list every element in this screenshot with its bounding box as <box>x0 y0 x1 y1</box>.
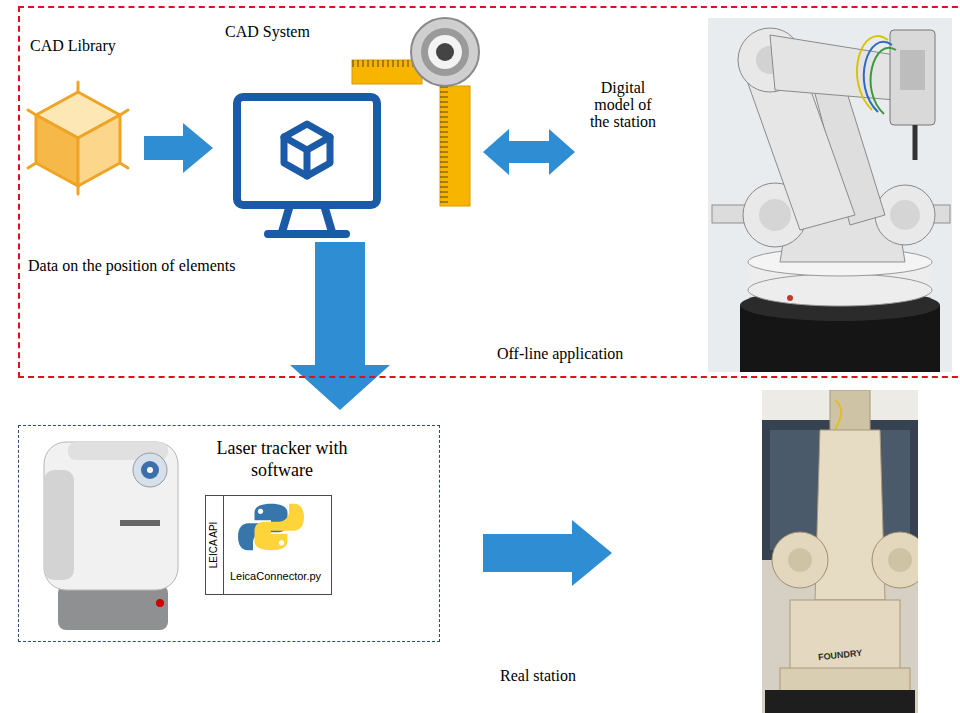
robot-photo <box>790 600 900 670</box>
node-label: Real station <box>500 666 612 685</box>
python-logo <box>238 504 304 551</box>
real-station-block: Real station <box>622 386 922 712</box>
edge-label: Data on the position of elements <box>28 256 310 275</box>
tape-measure-icon <box>352 60 422 84</box>
node-label: CAD Library <box>30 36 134 55</box>
block-arrow <box>290 242 390 410</box>
text-slot: Laser tracker with software <box>187 438 377 481</box>
robot-model-render <box>871 48 896 114</box>
text-slot: Digital model of the station <box>588 80 658 130</box>
model-caption-block: Digital model of the station <box>580 78 668 160</box>
robot-model-render <box>864 42 892 112</box>
robot-photo <box>872 532 918 588</box>
node-label: LeicaConnector.py <box>224 570 328 583</box>
robot-model-render <box>787 295 793 301</box>
monitor-icon <box>237 97 377 205</box>
laser-tracker-device <box>156 599 164 607</box>
tape-measure-icon <box>440 86 470 206</box>
brand-marking: FOUNDRY <box>818 648 863 663</box>
robot-model-render <box>759 199 791 231</box>
monitor-icon <box>268 205 346 234</box>
robot-model-render <box>890 200 920 230</box>
block-arrow <box>483 520 612 586</box>
text-slot: Off-line application <box>497 344 677 363</box>
robot-model-render <box>913 125 918 160</box>
offline-region: CAD Library CAD SystemDigital model of th… <box>18 6 960 378</box>
robot-photo <box>762 390 918 713</box>
python-logo <box>255 504 305 551</box>
tape-measure-icon <box>436 43 454 61</box>
laser-tracker-device <box>58 585 168 630</box>
tape-measure-icon <box>428 35 462 69</box>
robot-model-render <box>708 18 952 372</box>
robot-model-render <box>900 50 925 90</box>
node-label: Digital model of the station <box>588 80 658 130</box>
cube-icon <box>78 115 120 186</box>
library-block: CAD Library <box>26 30 138 200</box>
monitor-icon <box>284 137 330 176</box>
node-label: Laser tracker with software <box>187 438 377 481</box>
text-slot: Real station <box>500 666 612 685</box>
node-label: Off-line application <box>497 344 677 363</box>
laser-tracker-device <box>141 461 159 479</box>
block-arrow <box>483 129 575 175</box>
tape-measure-icon <box>421 28 469 76</box>
robot-photo <box>815 430 885 600</box>
tape-measure-icon <box>352 60 422 84</box>
laser-tracker-device <box>44 442 178 630</box>
tape-measure-icon <box>411 18 479 86</box>
laser-tracker-device <box>44 470 74 580</box>
tracker-region: LEICA API LeicaConnector.py Laser tracker … <box>18 425 440 642</box>
cube-icon <box>36 115 78 186</box>
text-slot: CAD Library <box>30 36 134 55</box>
monitor-icon <box>237 97 377 234</box>
robot-photo <box>788 548 812 572</box>
robot-model-render <box>708 18 952 372</box>
text-slot: LEICA API <box>206 496 224 594</box>
tape-measure-icon <box>352 18 479 206</box>
laser-tracker-device <box>147 467 153 473</box>
software-box: LEICA API LeicaConnector.py <box>205 495 332 595</box>
robot-model-render <box>890 30 935 125</box>
monitor-icon <box>284 124 330 176</box>
robot-model-render <box>748 274 932 306</box>
cube-icon <box>28 82 128 194</box>
node-label: CAD System <box>225 22 345 41</box>
vertical-label: LEICA API <box>208 521 220 568</box>
block-arrow <box>144 123 213 173</box>
robot-photo <box>762 390 918 713</box>
tape-measure-icon <box>440 86 470 206</box>
cube-icon <box>28 82 128 194</box>
robot-photo <box>765 690 915 713</box>
robot-photo <box>888 548 912 572</box>
text-slot: LeicaConnector.py <box>224 570 328 583</box>
robot-photo <box>780 668 910 693</box>
laser-tracker-device <box>133 453 167 487</box>
python-logo <box>258 509 263 514</box>
text-slot: CAD System <box>225 22 345 41</box>
robot-photo <box>772 532 828 588</box>
label-slot: FOUNDRY <box>818 650 862 660</box>
laser-tracker-device <box>44 442 178 590</box>
laser-tracker-device <box>120 520 160 526</box>
edge-label-slot: Data on the position of elements <box>28 256 310 275</box>
python-logo <box>279 540 284 545</box>
cad-system-block: CAD System <box>215 18 473 240</box>
